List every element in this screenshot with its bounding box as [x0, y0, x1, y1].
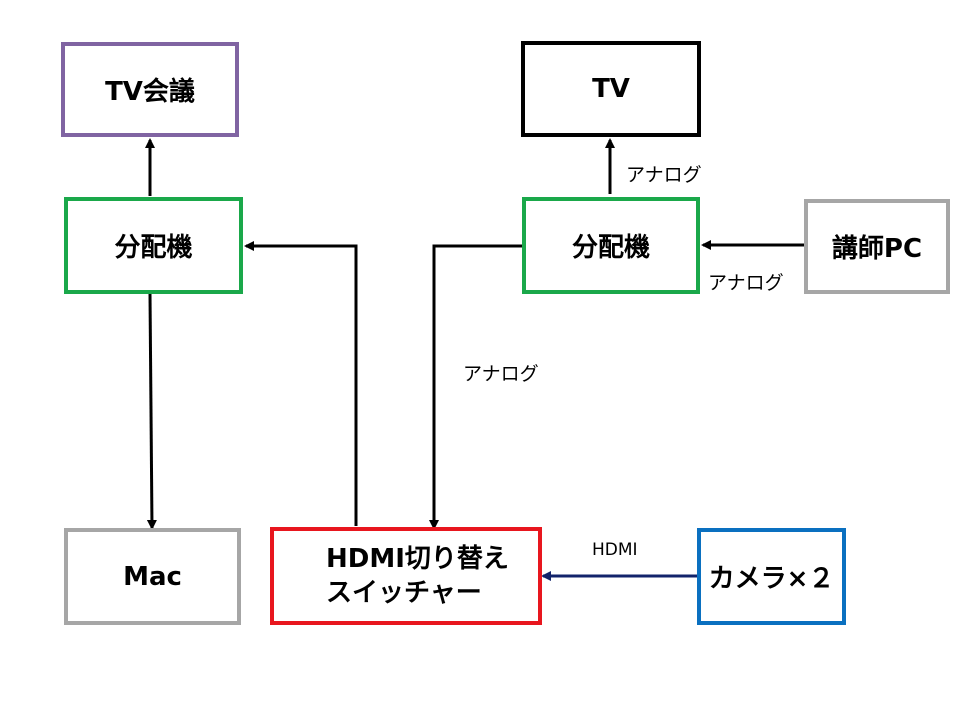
arrow-distributor-to-mac	[146, 293, 157, 530]
hdmi-switcher-label-line2: スイッチャー	[326, 578, 482, 608]
distributor-right-node: 分配機	[522, 197, 700, 294]
hdmi-switcher-label-line1: HDMI切り替え	[326, 544, 509, 574]
arrow-switcher-to-distributor	[244, 241, 358, 526]
camera-label: カメラ×２	[708, 564, 835, 594]
distributor-right-label: 分配機	[571, 233, 650, 263]
edge-label-hdmi-camera: HDMI	[592, 540, 638, 560]
tv-label: TV	[592, 74, 630, 104]
instructor-pc-node: 講師PC	[804, 199, 950, 294]
edge-label-analog-switcher: アナログ	[463, 363, 539, 385]
edge-label-analog-tv: アナログ	[626, 164, 702, 186]
tv-conference-node: TV会議	[61, 42, 239, 137]
mac-node: Mac	[64, 528, 241, 625]
distributor-left-label: 分配機	[114, 233, 193, 263]
mac-label: Mac	[123, 561, 182, 592]
hdmi-switcher-node: HDMI切り替え スイッチャー	[270, 527, 542, 625]
edge-label-analog-pc: アナログ	[708, 272, 784, 294]
distributor-left-node: 分配機	[64, 197, 243, 294]
arrow-distributor-to-switcher	[429, 244, 524, 530]
tv-conference-label: TV会議	[105, 77, 195, 107]
instructor-pc-label: 講師PC	[831, 234, 923, 264]
camera-node: カメラ×２	[697, 528, 846, 625]
tv-node: TV	[521, 41, 701, 137]
